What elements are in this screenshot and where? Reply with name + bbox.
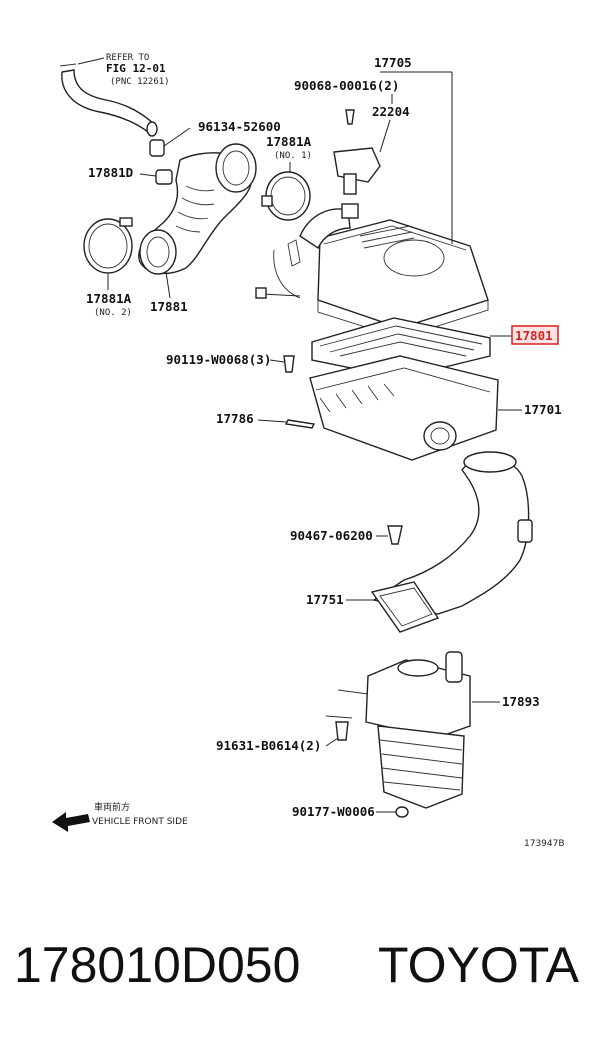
resonator-17893: 17893 <box>325 651 540 809</box>
svg-text:17881A: 17881A <box>86 291 132 306</box>
svg-text:17881: 17881 <box>150 299 188 314</box>
highlight-box-17801 <box>511 325 559 345</box>
air-cleaner-cap-17705: 17705 <box>255 55 489 339</box>
refer-note: REFER TO FIG 12-01 (PNC 12261) <box>77 53 170 87</box>
svg-text:VEHICLE FRONT SIDE: VEHICLE FRONT SIDE <box>92 817 188 827</box>
screw-90119: 90119-W0068(3) <box>166 352 295 373</box>
intake-duct-17751: 17751 <box>306 451 533 633</box>
svg-text:91631-B0614(2): 91631-B0614(2) <box>216 738 321 753</box>
clip-90467: 90467-06200 <box>290 525 403 545</box>
svg-text:(NO. 1): (NO. 1) <box>274 151 312 161</box>
svg-text:17881A: 17881A <box>266 134 312 149</box>
svg-text:90068-00016(2): 90068-00016(2) <box>294 78 399 93</box>
svg-text:17801: 17801 <box>515 328 553 343</box>
svg-text:車両前方: 車両前方 <box>94 801 130 813</box>
figure-id: 173947B <box>524 839 565 849</box>
svg-text:90467-06200: 90467-06200 <box>290 528 373 543</box>
airflow-sensor-22204: 22204 <box>333 104 410 195</box>
caption-bar: 178010D050 TOYOTA <box>0 936 600 1016</box>
svg-text:90119-W0068(3): 90119-W0068(3) <box>166 352 271 367</box>
svg-text:17751: 17751 <box>306 592 344 607</box>
air-cleaner-case-17701: 17701 <box>309 355 562 461</box>
screw-90068: 90068-00016(2) <box>294 78 399 125</box>
clamp-17881a-no2: 17881A (NO. 2) <box>83 217 133 318</box>
bolt-91631: 91631-B0614(2) <box>216 721 349 753</box>
brand-name: TOYOTA <box>378 937 579 993</box>
clamp-17881d: 17881D <box>88 165 173 185</box>
grommet-90177: 90177-W0006 <box>292 804 409 819</box>
parts-diagram: REFER TO FIG 12-01 (PNC 12261) 96134-526… <box>52 53 565 849</box>
svg-text:17881D: 17881D <box>88 165 133 180</box>
part-number: 178010D050 <box>14 937 301 993</box>
arrow-left-icon <box>52 812 90 832</box>
svg-text:96134-52600: 96134-52600 <box>198 119 281 134</box>
svg-text:17893: 17893 <box>502 694 540 709</box>
svg-text:REFER TO: REFER TO <box>106 53 149 63</box>
hose-clip-96134: 96134-52600 <box>149 119 281 157</box>
svg-text:17705: 17705 <box>374 55 412 70</box>
pin-17786: 17786 <box>216 411 316 429</box>
svg-text:FIG 12-01: FIG 12-01 <box>106 62 166 75</box>
vehicle-front-indicator: 車両前方 VEHICLE FRONT SIDE <box>52 801 188 832</box>
breather-hose <box>59 63 158 137</box>
svg-text:(PNC 12261): (PNC 12261) <box>110 77 170 87</box>
svg-text:17701: 17701 <box>524 402 562 417</box>
svg-text:(NO. 2): (NO. 2) <box>94 308 132 318</box>
intake-hose-17881: 17881 <box>138 143 257 314</box>
filter-element-17801: 17801 <box>311 317 559 379</box>
svg-text:22204: 22204 <box>372 104 410 119</box>
clamp-17881a-no1: 17881A (NO. 1) <box>261 134 312 221</box>
svg-text:17786: 17786 <box>216 411 254 426</box>
svg-text:90177-W0006: 90177-W0006 <box>292 804 375 819</box>
